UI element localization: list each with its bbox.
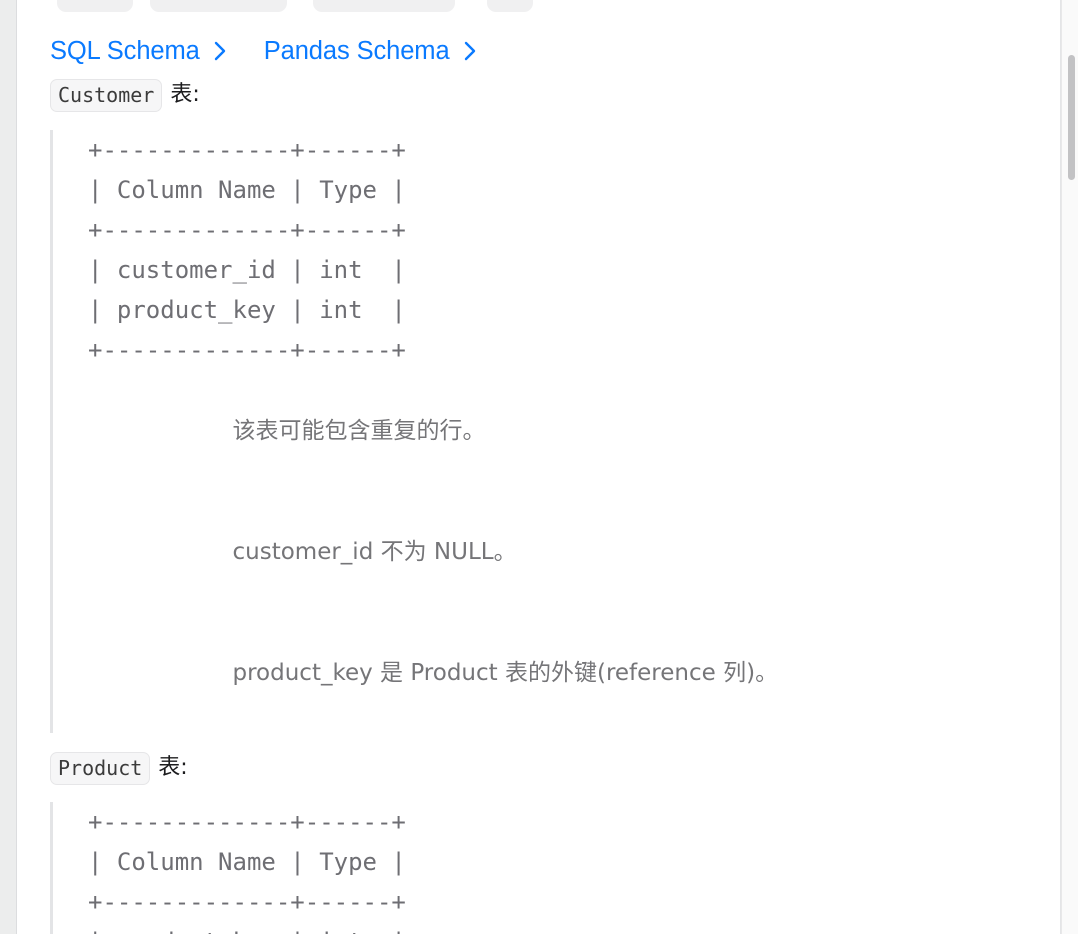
customer-note-1: 该表可能包含重复的行。 <box>232 418 486 444</box>
toolbar-chip-3[interactable] <box>313 0 455 12</box>
chevron-right-icon-2[interactable] <box>463 39 478 63</box>
product-caption-suffix: 表: <box>158 755 188 780</box>
toolbar-chip-2[interactable] <box>150 0 287 12</box>
product-ascii-table: +-------------+------+ | Column Name | T… <box>88 808 406 934</box>
description-content: SQL Schema Pandas Schema Customer 表: <box>50 30 1040 934</box>
breadcrumb-link-pandas-schema[interactable]: Pandas Schema <box>263 37 450 65</box>
breadcrumb: SQL Schema Pandas Schema <box>50 30 1040 72</box>
customer-schema-blockquote: +-------------+------+ | Column Name | T… <box>50 130 1040 733</box>
product-schema-blockquote: +-------------+------+ | Column Name | T… <box>50 802 1040 934</box>
vertical-scrollbar[interactable] <box>1061 0 1078 934</box>
toolbar-chip-4[interactable] <box>487 0 533 12</box>
customer-ascii-table: +-------------+------+ | Column Name | T… <box>88 136 406 364</box>
product-table-caption: Product 表: <box>50 751 1040 785</box>
product-code-label: Product <box>50 751 151 785</box>
customer-note-3: product_key 是 Product 表的外键(reference 列)。 <box>232 660 779 686</box>
panel-right-divider <box>1060 0 1061 934</box>
toolbar-chip-1[interactable] <box>57 0 133 12</box>
chevron-right-icon[interactable] <box>213 39 228 63</box>
left-gutter <box>0 0 16 934</box>
customer-caption-suffix: 表: <box>170 82 200 107</box>
left-gutter-divider <box>16 0 17 934</box>
breadcrumb-link-sql-schema[interactable]: SQL Schema <box>50 37 200 65</box>
scrollbar-thumb[interactable] <box>1068 55 1075 180</box>
content-panel: SQL Schema Pandas Schema Customer 表: <box>17 0 1061 934</box>
customer-table-caption: Customer 表: <box>50 78 1040 112</box>
customer-note-2: customer_id 不为 NULL。 <box>232 539 517 565</box>
customer-code-label: Customer <box>50 78 163 112</box>
